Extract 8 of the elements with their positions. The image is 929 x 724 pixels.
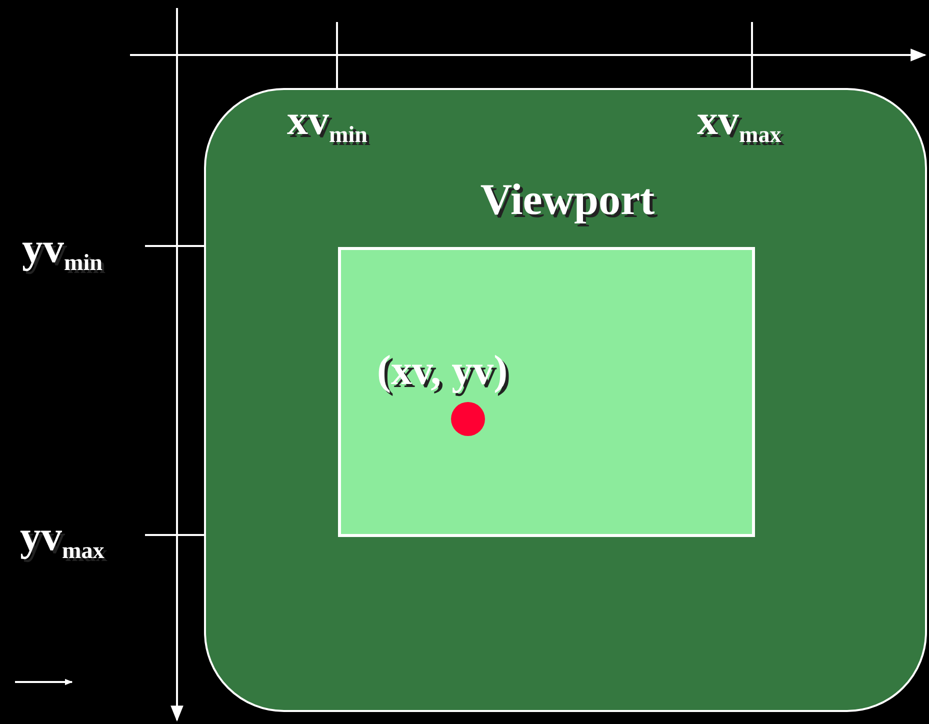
axis-label: yv$_{max}$ [20, 516, 104, 562]
viewport-area [204, 88, 927, 712]
axis-label: xv$_{min}$ [287, 100, 368, 146]
point-label: (xv, yv) [377, 350, 508, 392]
viewport-title: Viewport [480, 178, 655, 222]
axis-label: xv$_{max}$ [697, 100, 782, 146]
axis-label: yv$_{min}$ [22, 228, 102, 274]
viewport-rectangle [338, 247, 755, 537]
